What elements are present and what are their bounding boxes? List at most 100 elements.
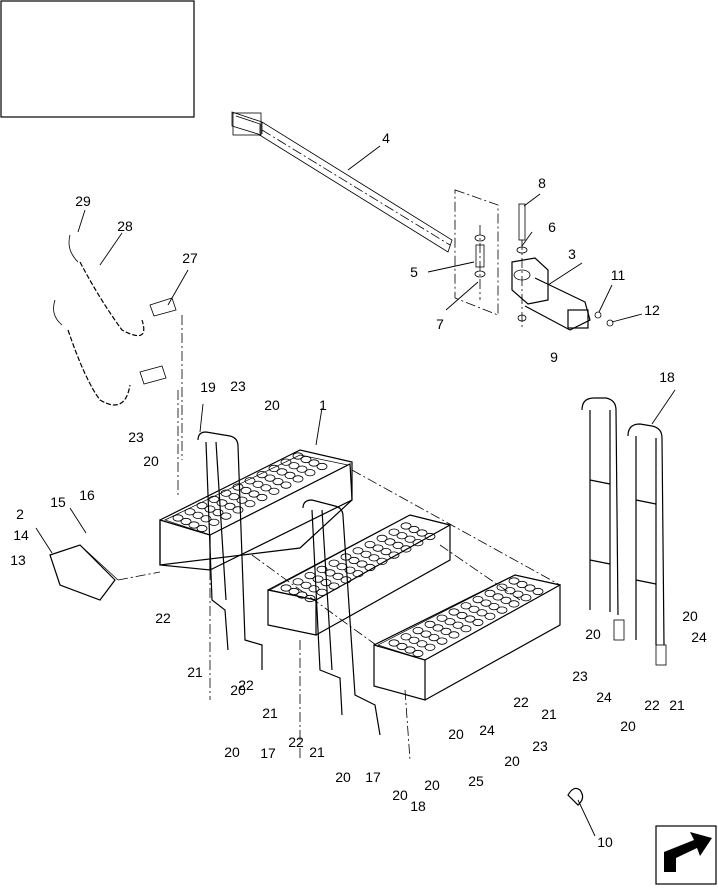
callout-23: 23 (572, 668, 588, 684)
tread-hole (484, 589, 496, 598)
tread-hole (352, 547, 364, 555)
handrail-left (197, 431, 263, 670)
tread-hole (228, 493, 240, 501)
tread-hole (516, 580, 528, 589)
tread-hole (364, 540, 376, 549)
tread-hole (472, 595, 484, 604)
tread-hole (468, 605, 480, 613)
tread-hole (324, 569, 336, 577)
tread-hole (484, 612, 496, 620)
tread-hole (252, 480, 264, 488)
tread-hole (216, 499, 228, 507)
tread-hole (304, 469, 316, 477)
tread-hole (424, 620, 436, 629)
tread-hole (496, 583, 508, 591)
tread-hole (436, 637, 448, 645)
callout-17: 17 (260, 745, 276, 761)
tread-hole (388, 528, 400, 536)
safety-chain-upper (68, 234, 177, 337)
tread-hole (476, 609, 488, 617)
tread-hole (296, 465, 308, 473)
callout-4: 4 (382, 130, 390, 146)
step-upper (159, 449, 353, 571)
spacer-bushing (474, 225, 486, 300)
tread-hole (416, 529, 428, 537)
tread-hole (428, 633, 440, 642)
tread-hole (460, 602, 472, 610)
tread-hole (396, 642, 408, 651)
tread-hole (400, 545, 412, 553)
tread-hole (240, 486, 252, 495)
chain-centerline (177, 315, 183, 498)
tread-hole (420, 630, 432, 638)
step-lower (373, 574, 561, 701)
tread-hole (360, 550, 372, 558)
tread-hole (308, 459, 320, 467)
tread-hole (288, 462, 300, 470)
tread-hole (376, 557, 388, 565)
callout-8: 8 (538, 175, 546, 191)
callout-12: 12 (644, 302, 660, 318)
tread-hole (524, 584, 536, 592)
tread-hole (412, 626, 424, 635)
hitch-bracket (511, 257, 591, 331)
tread-hole (512, 590, 524, 598)
tread-hole (256, 493, 268, 502)
callout-18: 18 (659, 369, 675, 385)
tread-hole (436, 614, 448, 622)
callout-22: 22 (644, 697, 660, 713)
tread-hole (268, 464, 280, 472)
safety-chain-lower (53, 299, 167, 406)
next-page-arrow-icon[interactable] (655, 825, 717, 885)
callout-20: 20 (143, 453, 159, 469)
callout-20: 20 (682, 608, 698, 624)
callout-21: 21 (309, 744, 325, 760)
tread-hole (204, 505, 216, 513)
side-shield (49, 544, 119, 601)
callout-10: 10 (597, 834, 613, 850)
tread-hole (400, 633, 412, 641)
tread-hole (196, 524, 208, 533)
tread-hole (448, 608, 460, 616)
tread-hole (300, 455, 312, 464)
callout-24: 24 (596, 689, 612, 705)
callout-13: 13 (10, 552, 26, 568)
handrail-right (302, 499, 381, 736)
tread-hole (388, 639, 400, 647)
tread-hole (376, 534, 388, 543)
callout-21: 21 (187, 664, 203, 680)
tread-hole (456, 611, 468, 620)
tread-hole (260, 484, 272, 492)
tread-hole (256, 470, 268, 479)
tread-hole (488, 602, 500, 611)
tread-hole (472, 618, 484, 627)
callout-9: 9 (550, 349, 558, 365)
drawbar-tube (231, 111, 453, 253)
callout-22: 22 (513, 694, 529, 710)
tread-hole (392, 541, 404, 550)
callout-20: 20 (264, 397, 280, 413)
tread-hole (440, 627, 452, 636)
tread-hole (284, 471, 296, 479)
tread-hole (224, 502, 236, 510)
tread-hole (188, 521, 200, 529)
callout-16: 16 (79, 487, 95, 503)
tread-hole (184, 508, 196, 516)
tread-hole (424, 532, 436, 541)
callout-24: 24 (691, 629, 707, 645)
callout-23: 23 (230, 378, 246, 394)
tread-hole (368, 554, 380, 562)
tread-hole (532, 587, 544, 596)
tread-hole (508, 577, 520, 585)
callout-29: 29 (75, 193, 91, 209)
title-block (0, 0, 195, 118)
tread-hole (448, 631, 460, 639)
hitch-pin (516, 203, 528, 330)
callout-17: 17 (365, 769, 381, 785)
tread-hole (280, 458, 292, 466)
callout-25: 25 (468, 773, 484, 789)
tread-hole (312, 575, 324, 583)
callout-5: 5 (410, 264, 418, 280)
tread-hole (232, 506, 244, 514)
